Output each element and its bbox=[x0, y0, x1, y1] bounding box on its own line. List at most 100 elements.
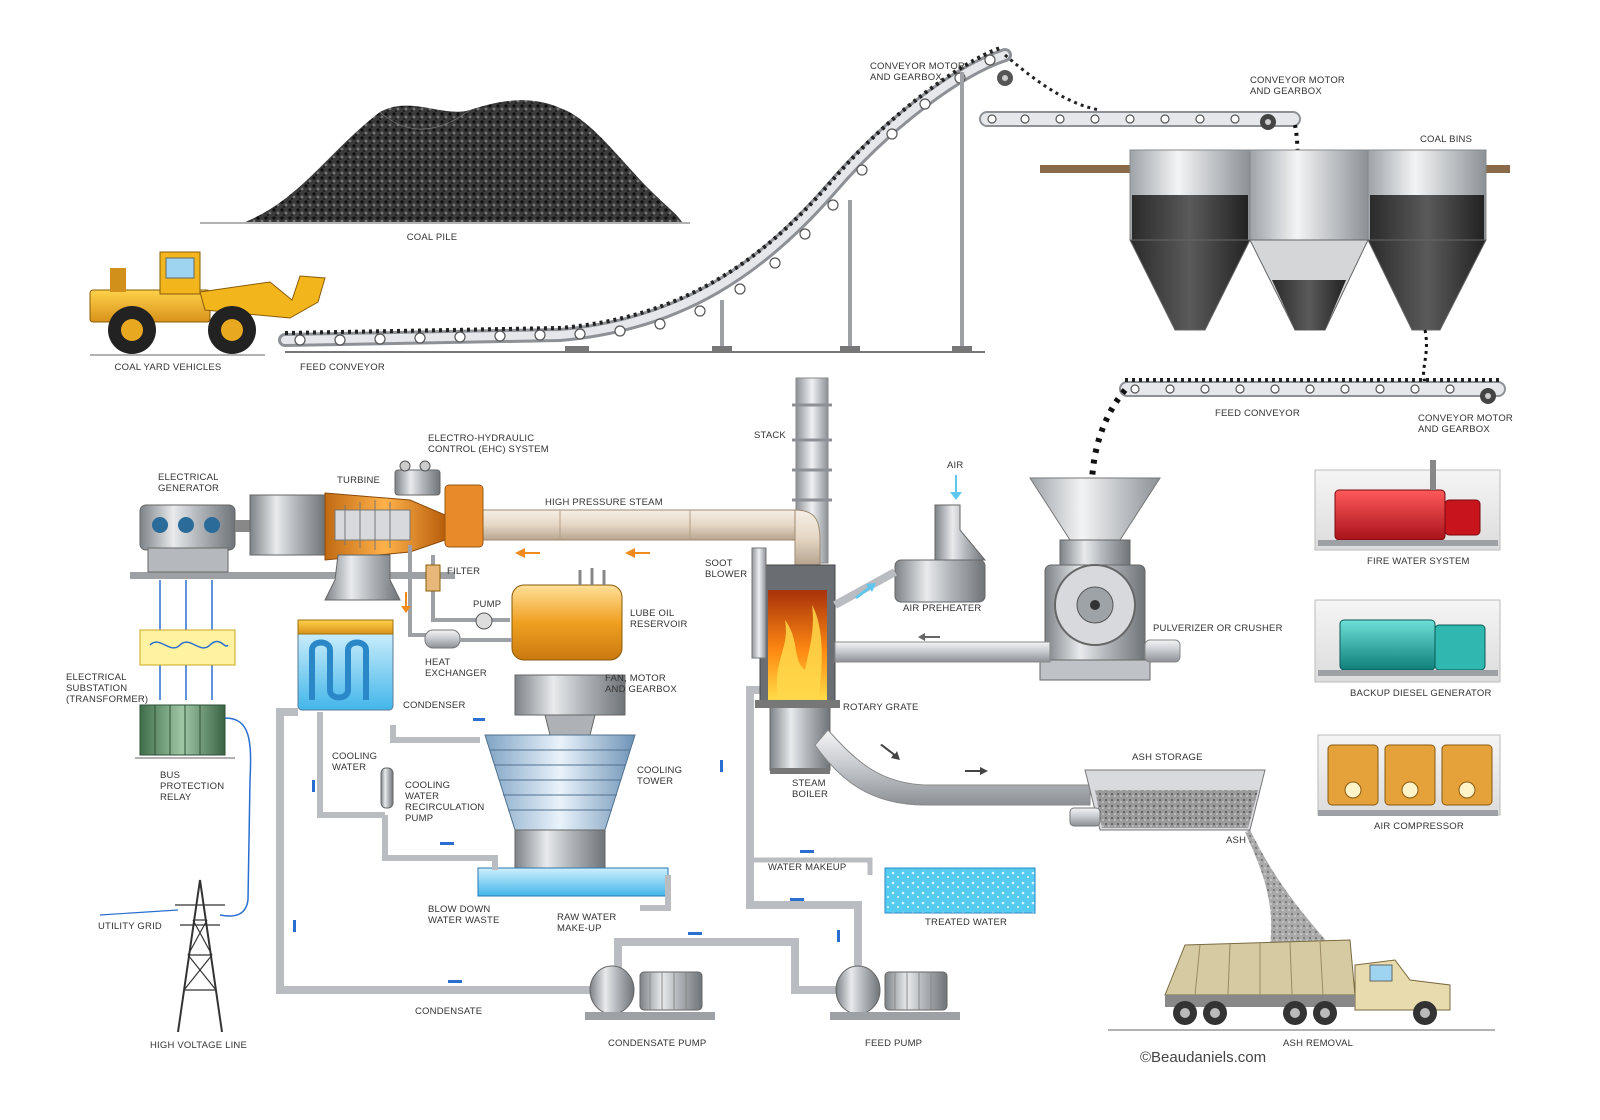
treated-water-label: TREATED WATER bbox=[925, 917, 1007, 928]
coal-bin-3 bbox=[1367, 149, 1487, 331]
cooling-tower-label-line1: COOLING bbox=[637, 765, 682, 776]
cooling-water-circuit: COOLING WATER COOLING WATER RECIRCULATIO… bbox=[312, 712, 671, 934]
cooling-tower-label-line2: TOWER bbox=[637, 776, 673, 787]
ehc-label-line2: CONTROL (EHC) SYSTEM bbox=[428, 444, 549, 455]
ash-removal-truck: ASH REMOVAL bbox=[1108, 939, 1495, 1049]
high-pressure-steam-label: HIGH PRESSURE STEAM bbox=[545, 497, 663, 508]
condensate-loop: CONDENSATE WATER MAKEUP bbox=[276, 686, 873, 1017]
feed-pump: FEED PUMP bbox=[830, 965, 960, 1049]
stack-label: STACK bbox=[754, 430, 786, 441]
cw-pump-label-line1: COOLING bbox=[405, 780, 450, 791]
high-voltage-line-label: HIGH VOLTAGE LINE bbox=[150, 1040, 247, 1051]
cooling-water-label-line1: COOLING bbox=[332, 751, 377, 762]
turbine-hall: ELECTRICAL GENERATOR TURBINE ELECTRO-HYD… bbox=[130, 433, 549, 579]
coal-yard-vehicles-label: COAL YARD VEHICLES bbox=[115, 362, 222, 373]
conveyor-motor-1-label-line1: CONVEYOR MOTOR bbox=[870, 61, 965, 72]
backup-diesel-generator: BACKUP DIESEL GENERATOR bbox=[1314, 599, 1501, 699]
coal-yard-loader: COAL YARD VEHICLES bbox=[89, 251, 326, 373]
air-preheater-label: AIR PREHEATER bbox=[903, 603, 981, 614]
air-compressor: AIR COMPRESSOR bbox=[1317, 734, 1501, 832]
coal-bin-1 bbox=[1129, 149, 1251, 331]
conveyor-motor-2-label-line1: CONVEYOR MOTOR bbox=[1250, 75, 1345, 86]
electrical-generator-label-line1: ELECTRICAL bbox=[158, 472, 219, 483]
air-preheater: AIR AIR PREHEATER bbox=[833, 460, 987, 614]
feed-conveyor-top-label: FEED CONVEYOR bbox=[300, 362, 385, 373]
cw-pump-label-line4: PUMP bbox=[405, 813, 433, 824]
rotary-grate-label: ROTARY GRATE bbox=[843, 702, 919, 713]
steam-boiler-label-line2: BOILER bbox=[792, 789, 828, 800]
cooling-tower: FAN, MOTOR AND GEARBOX COOLING TOWER bbox=[477, 673, 682, 897]
condenser: CONDENSER bbox=[297, 554, 466, 711]
feed-conveyor-right-label: FEED CONVEYOR bbox=[1215, 408, 1300, 419]
air-compressor-label: AIR COMPRESSOR bbox=[1374, 821, 1464, 832]
condenser-label: CONDENSER bbox=[403, 700, 466, 711]
fan-motor-label-line2: AND GEARBOX bbox=[605, 684, 677, 695]
fan-motor-label-line1: FAN, MOTOR bbox=[605, 673, 666, 684]
feed-conveyor-incline: FEED CONVEYOR CONVEYOR MOTOR AND GEARBOX bbox=[278, 46, 1013, 373]
coal-pile: COAL PILE bbox=[200, 100, 690, 243]
lube-oil-label-line1: LUBE OIL bbox=[630, 608, 674, 619]
conveyor-motor-3-label-line1: CONVEYOR MOTOR bbox=[1418, 413, 1513, 424]
conveyor-motor-1-label-line2: AND GEARBOX bbox=[870, 72, 942, 83]
ehc-label-line1: ELECTRO-HYDRAULIC bbox=[428, 433, 534, 444]
substation-label-line2: SUBSTATION bbox=[66, 683, 127, 694]
substation-label-line1: ELECTRICAL bbox=[66, 672, 127, 683]
lube-oil-label-line2: RESERVOIR bbox=[630, 619, 688, 630]
ehc-system: ELECTRO-HYDRAULIC CONTROL (EHC) SYSTEM bbox=[394, 433, 549, 496]
turbine: TURBINE bbox=[249, 475, 484, 561]
electrical-generator-label-line2: GENERATOR bbox=[158, 483, 219, 494]
cw-pump-label-line2: WATER bbox=[405, 791, 439, 802]
substation-label-line3: (TRANSFORMER) bbox=[66, 694, 148, 705]
feed-pump-label: FEED PUMP bbox=[865, 1038, 922, 1049]
heat-exchanger-label-line2: EXCHANGER bbox=[425, 668, 487, 679]
high-pressure-steam-pipe: HIGH PRESSURE STEAM bbox=[469, 497, 821, 566]
condensate-label: CONDENSATE bbox=[415, 1006, 482, 1017]
steam-boiler-label-line1: STEAM bbox=[792, 778, 826, 789]
treated-water-tank: TREATED WATER bbox=[884, 867, 1036, 928]
condensate-pump-label: CONDENSATE PUMP bbox=[608, 1038, 706, 1049]
blow-down-label-line1: BLOW DOWN bbox=[428, 904, 491, 915]
ash-removal-label: ASH REMOVAL bbox=[1283, 1038, 1353, 1049]
coal-bin-2 bbox=[1249, 149, 1369, 331]
raw-water-label-line1: RAW WATER bbox=[557, 912, 617, 923]
backup-diesel-generator-label: BACKUP DIESEL GENERATOR bbox=[1350, 688, 1492, 699]
high-voltage-tower: UTILITY GRID HIGH VOLTAGE LINE bbox=[98, 879, 247, 1051]
coal-pile-label: COAL PILE bbox=[407, 232, 458, 243]
air-label: AIR bbox=[947, 460, 963, 471]
raw-water-label-line2: MAKE-UP bbox=[557, 923, 602, 934]
soot-blower-label-line2: BLOWER bbox=[705, 569, 747, 580]
pulverizer: PULVERIZER OR CRUSHER bbox=[1029, 477, 1283, 681]
bus-relay-label-line1: BUS bbox=[160, 770, 180, 781]
utility-grid-label: UTILITY GRID bbox=[98, 921, 162, 932]
pulverizer-label: PULVERIZER OR CRUSHER bbox=[1153, 623, 1283, 634]
coal-bins: COAL BINS bbox=[1040, 134, 1510, 383]
copyright-text: ©Beaudaniels.com bbox=[1140, 1049, 1266, 1066]
ash-system: ASH STORAGE ASH bbox=[814, 729, 1330, 945]
lube-oil-system: FILTER PUMP LUBE OIL RESERVOIR HEAT EXCH… bbox=[401, 545, 688, 679]
fire-water-system: FIRE WATER SYSTEM bbox=[1314, 460, 1501, 567]
conveyor-motor-2-label-line2: AND GEARBOX bbox=[1250, 86, 1322, 97]
coal-bins-label: COAL BINS bbox=[1420, 134, 1472, 145]
pump-label: PUMP bbox=[473, 599, 501, 610]
water-makeup-label: WATER MAKEUP bbox=[768, 862, 846, 873]
electrical-substation: ELECTRICAL SUBSTATION (TRANSFORMER) BUS … bbox=[66, 580, 252, 917]
bus-relay-label-line3: RELAY bbox=[160, 792, 192, 803]
conveyor-motor-3-label-line2: AND GEARBOX bbox=[1418, 424, 1490, 435]
condensate-pump: CONDENSATE PUMP bbox=[585, 965, 715, 1049]
cw-pump-label-line3: RECIRCULATION bbox=[405, 802, 485, 813]
fire-water-system-label: FIRE WATER SYSTEM bbox=[1367, 556, 1470, 567]
steam-boiler: SOOT BLOWER ROTARY GRATE STEAM BOILER bbox=[705, 547, 919, 800]
filter-label: FILTER bbox=[447, 566, 480, 577]
electrical-generator: ELECTRICAL GENERATOR bbox=[139, 472, 236, 573]
top-transfer-conveyor: CONVEYOR MOTOR AND GEARBOX bbox=[979, 53, 1345, 261]
blow-down-label-line2: WATER WASTE bbox=[428, 915, 500, 926]
turbine-label: TURBINE bbox=[337, 475, 380, 486]
heat-exchanger-label-line1: HEAT bbox=[425, 657, 450, 668]
bus-relay-label-line2: PROTECTION bbox=[160, 781, 224, 792]
cooling-water-label-line2: WATER bbox=[332, 762, 366, 773]
feed-conveyor-right: FEED CONVEYOR CONVEYOR MOTOR AND GEARBOX bbox=[1088, 378, 1513, 501]
ash-storage-label: ASH STORAGE bbox=[1132, 752, 1203, 763]
soot-blower-label-line1: SOOT bbox=[705, 558, 733, 569]
